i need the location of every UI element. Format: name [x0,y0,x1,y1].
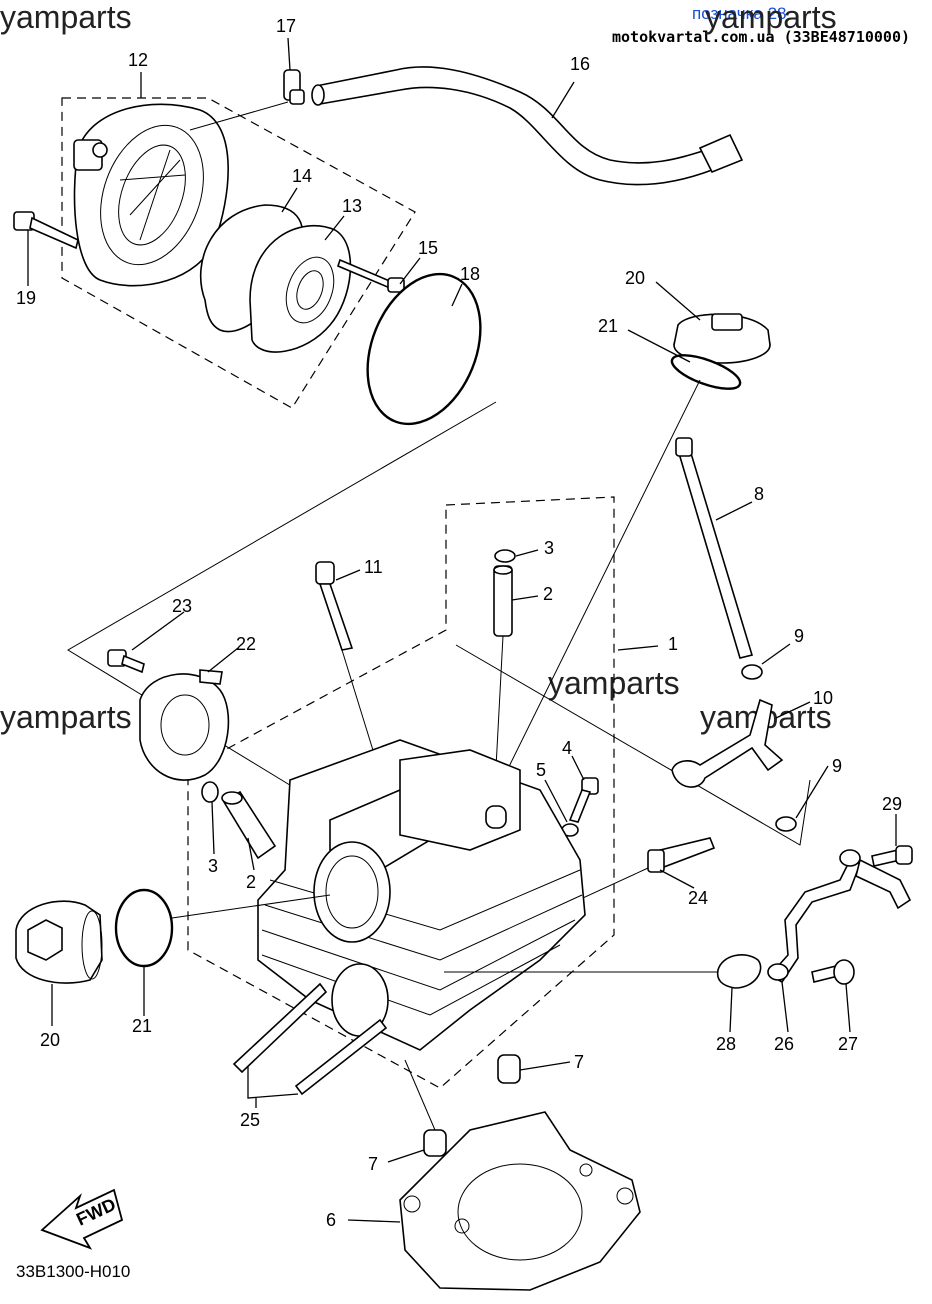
callout-28: 28 [716,1034,736,1054]
callout-19: 19 [16,288,36,308]
bracket-part-10 [671,698,784,788]
callout-2-top: 2 [543,584,553,604]
callout-12: 12 [128,50,148,70]
callout-22: 22 [236,634,256,654]
hose-part-16 [311,66,744,186]
bolt-part-19 [13,211,79,250]
oil-pipe-part-26 [767,849,912,984]
bolt-part-27 [811,959,855,985]
watermark-top-right: yamparts [705,0,837,35]
callout-13: 13 [342,196,362,216]
leader-7-lower [404,1059,436,1131]
o-ring-part-21-side [114,888,174,968]
stud-part-25 [232,982,388,1096]
callout-9-bottom: 9 [832,756,842,776]
callout-11: 11 [364,557,383,577]
callout-21-top: 21 [598,316,618,336]
callout-6: 6 [326,1210,336,1230]
callout-24: 24 [688,888,708,908]
spark-plug-part-24 [647,837,716,873]
oil-plug-top-part-20 [673,313,771,364]
callout-10: 10 [813,688,833,708]
gasket-part-28 [716,954,762,989]
callout-15: 15 [418,238,438,258]
oil-plug-side-part-20 [15,900,103,984]
callout-16: 16 [570,54,590,74]
callout-4: 4 [562,738,572,758]
callout-7-lower: 7 [368,1154,378,1174]
callout-8: 8 [754,484,764,504]
callout-29: 29 [882,794,902,814]
dowel-part-7-lower [423,1129,447,1157]
clip-part-3-left [201,781,219,803]
watermark-left: yamparts [0,699,132,735]
callout-23: 23 [172,596,192,616]
callout-17: 17 [276,16,296,36]
o-ring-part-21-top [670,354,742,390]
callout-7-right: 7 [574,1052,584,1072]
cylinder-head-assembly-box [187,496,615,1089]
cover-assembly-box [61,97,416,409]
bolt-part-23 [107,649,145,674]
valve-guide-part-2-left [221,790,277,860]
housing-plate-part-13 [249,225,352,353]
washer-part-9-top [741,664,763,680]
clip-part-3-top [494,549,516,563]
callout-3-left: 3 [208,856,218,876]
callout-leaders [27,37,897,1223]
source-label: motokvartal.com.ua (33BE48710000) [612,28,911,46]
callout-5: 5 [536,760,546,780]
dowel-part-7-right [497,1054,521,1084]
header-link[interactable]: позначка 28 [692,4,787,23]
callout-25: 25 [240,1110,260,1130]
watermark-top-left: yamparts [0,0,132,35]
callout-27: 27 [838,1034,858,1054]
leader-cover-to-head [67,401,497,791]
cylinder-gasket-part-6 [399,1111,641,1291]
forward-arrow-icon: FWD [40,1188,124,1250]
hose-clamp-part-17 [283,69,305,105]
thermostat-cover-part-22 [139,669,230,781]
bolt-part-29 [871,845,913,867]
washer-part-9-bottom [775,816,797,832]
callout-9-top: 9 [794,626,804,646]
water-pump-cover-part [73,103,229,287]
o-ring-part-18 [366,272,482,426]
callout-3-top: 3 [544,538,554,558]
callout-2-left: 2 [246,872,256,892]
leader-21-side-to-head [171,894,331,919]
callout-21-side: 21 [132,1016,152,1036]
callout-20-side: 20 [40,1030,60,1050]
stud-bolt-part-11 [315,561,377,761]
bolt-part-4 [568,777,599,823]
leader-17-to-cover [189,101,289,131]
callout-18: 18 [460,264,480,284]
callout-20-top: 20 [625,268,645,288]
oil-pipe-part-8 [675,437,754,659]
screw-part-15 [337,258,405,293]
callout-26: 26 [774,1034,794,1054]
diagram-code: 33B1300-H010 [16,1262,131,1281]
callout-1: 1 [668,634,678,654]
valve-guide-part-2-top [493,565,513,637]
callout-14: 14 [292,166,312,186]
leader-21-to-head [489,379,701,806]
